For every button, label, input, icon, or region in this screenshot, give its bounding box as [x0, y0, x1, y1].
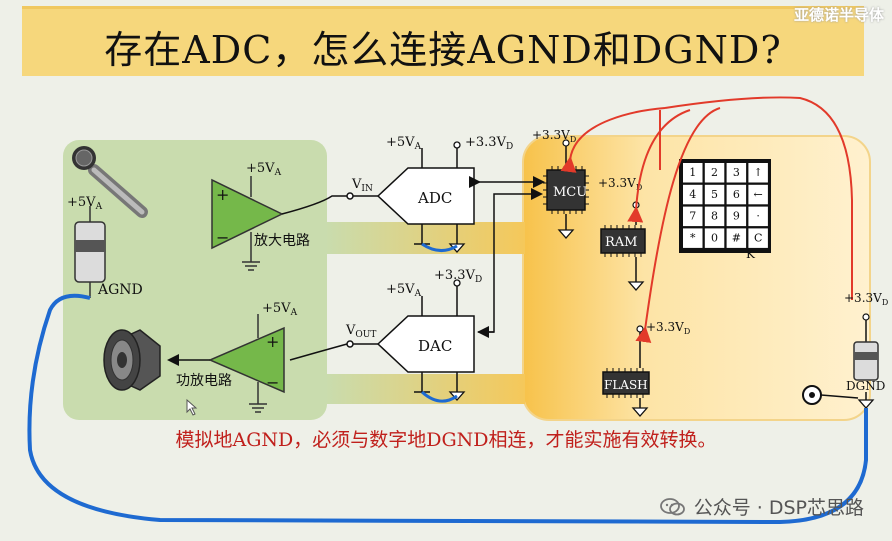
- keypad-key-label: 9: [733, 210, 740, 223]
- adc-5va-label: +5VA: [386, 135, 422, 152]
- dac-5va-label: +5VA: [386, 282, 422, 299]
- ram-chip: [600, 225, 646, 257]
- adc-33vd-label: +3.3VD: [465, 135, 513, 152]
- keypad-key-label: *: [690, 231, 696, 244]
- keypad-key-label: ·: [756, 210, 760, 223]
- digital-supply-cell: [853, 341, 879, 381]
- keypad-key-label: 5: [711, 188, 718, 201]
- keypad-key-label: 8: [711, 210, 718, 223]
- keypad-key-label: 2: [711, 166, 718, 179]
- mcu-chip: [543, 166, 589, 214]
- keypad-key-label: 6: [733, 188, 740, 201]
- amp-plus-sign: +: [216, 185, 229, 204]
- keypad-key: [748, 228, 768, 248]
- keypad-key: [726, 163, 747, 183]
- keypad-key: [726, 228, 747, 248]
- title-banner: 存在ADC，怎么连接AGND和DGND?: [22, 6, 864, 76]
- brand-watermark: 亚德诺半导体: [793, 6, 884, 24]
- keypad-key: [748, 163, 768, 183]
- pa-minus-sign: −: [266, 373, 279, 392]
- adc-block: [376, 167, 475, 225]
- pa-plus-sign: +: [266, 332, 279, 351]
- keypad-key-label: C: [754, 231, 762, 244]
- keypad-key: [704, 206, 725, 227]
- wechat-watermark: 公众号 · DSP芯思路: [659, 493, 864, 520]
- watermark-text: 公众号 · DSP芯思路: [693, 497, 864, 519]
- mcu-label: MCU: [553, 185, 587, 200]
- dgnd-supply-label: +3.3VD: [844, 291, 888, 307]
- amp-supply-label: +5VA: [246, 161, 282, 178]
- agnd-dgnd-link: [27, 293, 868, 525]
- flash-supply-label: +3.3VD: [646, 320, 690, 336]
- keypad-key: [683, 228, 703, 248]
- dac-label: DAC: [418, 337, 452, 355]
- analog-supply-cell: [74, 206, 106, 298]
- caption-text: 模拟地AGND，必须与数字地DGND相连，才能实施有效转换。: [175, 429, 717, 451]
- dac-33vd-label: +3.3VD: [434, 268, 482, 285]
- keypad-key: [726, 184, 747, 205]
- pa-supply-label: +5VA: [262, 301, 298, 318]
- keypad-key-label: ↑: [754, 166, 763, 179]
- agnd-label: AGND: [97, 282, 143, 298]
- keypad-key: [683, 184, 703, 205]
- cell-supply-label: +5VA: [67, 195, 103, 212]
- keypad-key: [704, 163, 725, 183]
- speaker-icon: [103, 329, 161, 391]
- keypad-key: [683, 206, 703, 227]
- keypad-key: [748, 206, 768, 227]
- keypad-key: [726, 206, 747, 227]
- keypad-key: [683, 163, 703, 183]
- keypad-key-label: ←: [754, 188, 763, 201]
- keypad-key-label: #: [732, 231, 741, 244]
- power-amplifier-symbol: [208, 326, 285, 394]
- digital-region: [522, 135, 871, 421]
- vin-label: VIN: [351, 177, 373, 194]
- keypad-key-label: 0: [711, 231, 718, 244]
- vout-label: VOUT: [345, 323, 376, 340]
- ram-label: RAM: [605, 235, 638, 250]
- dac-block: [376, 315, 475, 373]
- keypad-key: [704, 228, 725, 248]
- adc-label: ADC: [417, 189, 452, 207]
- amplifier-label: 放大电路: [254, 233, 310, 249]
- dgnd-label: DGND: [846, 379, 885, 393]
- flash-chip: [602, 368, 650, 398]
- dac-ground-link: [421, 390, 458, 403]
- wechat-icon: [659, 498, 685, 516]
- keypad-k-label: K: [746, 247, 756, 261]
- keypad-key: [704, 184, 725, 205]
- keypad-key-label: 1: [689, 166, 696, 179]
- flash-label: FLASH: [604, 378, 648, 392]
- keypad-key-label: 4: [689, 188, 696, 201]
- red-signal-lines: [560, 96, 853, 343]
- keypad-key-label: 7: [689, 210, 696, 223]
- amplifier-symbol: [211, 178, 284, 250]
- mouse-cursor: [186, 398, 198, 416]
- keypad-key-label: 3: [733, 166, 740, 179]
- adc-band: [325, 222, 525, 254]
- keypad-key: [748, 184, 768, 205]
- adc-ground-link: [421, 242, 458, 252]
- power-amplifier-label: 功放电路: [176, 373, 232, 389]
- ram-supply-label: +3.3VD: [598, 176, 642, 192]
- microphone-icon: [72, 146, 148, 218]
- keypad: 1 2 3 ↑ 4 5 6 ← 7 8 9 · * 0 # C: [679, 159, 771, 253]
- amp-minus-sign: −: [216, 228, 229, 247]
- dac-band: [325, 374, 525, 404]
- mcu-supply-label: +3.3VD: [532, 128, 576, 144]
- slide-title: 存在ADC，怎么连接AGND和DGND?: [104, 28, 782, 72]
